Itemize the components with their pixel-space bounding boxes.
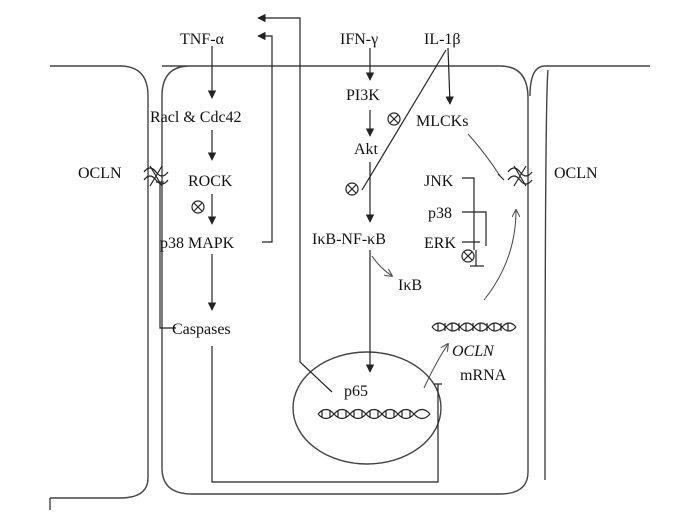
mrna-arrows [423,210,516,389]
inhibit-icon-rock [191,200,205,214]
right-cell-outline [529,65,650,481]
left-pathway-arrows [156,13,442,483]
inhibition-markers [191,112,475,263]
label-ikb: IκB [398,277,422,294]
label-p38-mapk: p38 MAPK [160,235,235,252]
label-p65: p65 [344,383,368,400]
center-cell-outline [161,65,529,495]
label-ifn-gamma: IFN-γ [340,31,378,48]
label-ocln-right: OCLN [554,165,598,182]
label-jnk: JNK [424,173,454,190]
label-p38: p38 [428,205,452,222]
cell-membranes [49,65,650,510]
mrna-helix-icon [431,322,517,332]
label-racl-cdc42: Racl & Cdc42 [150,109,242,126]
label-rock: ROCK [188,173,233,190]
inhibit-icon-pi3k [387,112,401,126]
label-mlcks: MLCKs [416,113,468,130]
label-tnf-alpha: TNF-α [180,31,225,48]
label-erk: ERK [424,235,456,252]
mapk-bracket [462,177,487,267]
label-ikb-nfkb: IκB-NF-κB [312,231,386,248]
label-il-1beta: IL-1β [424,31,461,48]
center-pathway-arrows [365,48,392,373]
label-ocln-left: OCLN [78,165,122,182]
dna-helix-icon [317,408,431,420]
il1b-branches [361,47,505,191]
label-caspases: Caspases [172,321,231,338]
left-cell-outline [50,65,149,499]
nucleus [292,351,442,465]
tight-junction-left-icon [143,165,169,187]
inhibit-icon-erk [461,249,475,263]
inhibit-icon-akt [345,182,359,196]
label-mrna: mRNA [460,367,507,384]
label-akt: Akt [354,141,379,158]
label-ocln-gene: OCLN [452,343,495,360]
label-pi3k: PI3K [346,87,380,104]
tight-junction-right-icon [507,165,533,187]
